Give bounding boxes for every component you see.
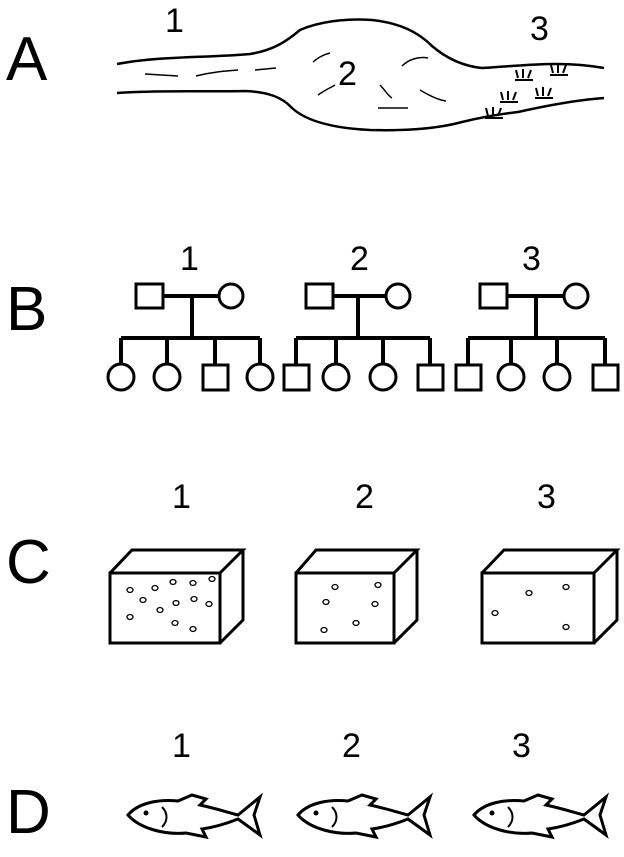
row-b-number-2: 2 <box>350 240 369 278</box>
river-outline <box>116 18 605 132</box>
offspring-female <box>496 362 526 392</box>
fish-3 <box>472 793 608 839</box>
row-c: C 1 2 3 <box>6 478 621 645</box>
box-2 <box>294 548 421 645</box>
offspring-female <box>321 362 351 392</box>
row-a-number-3: 3 <box>530 10 549 48</box>
row-label-b: B <box>6 275 47 344</box>
row-d: D 1 2 3 <box>6 727 608 847</box>
row-c-number-2: 2 <box>355 478 374 516</box>
row-label-a: A <box>6 25 48 94</box>
row-a-number-1: 1 <box>165 2 184 40</box>
offspring-female <box>368 362 398 392</box>
pedigree-3 <box>454 282 620 392</box>
offspring-female <box>106 362 136 392</box>
offspring-female <box>245 362 275 392</box>
offspring-female <box>542 362 572 392</box>
row-b-number-1: 1 <box>180 240 199 278</box>
row-d-number-2: 2 <box>342 727 361 765</box>
fish-1 <box>126 793 262 839</box>
fish-2 <box>296 793 432 839</box>
offspring-male <box>201 363 230 392</box>
row-c-number-1: 1 <box>172 478 191 516</box>
row-d-number-1: 1 <box>172 727 191 765</box>
pedigree-2 <box>282 282 445 392</box>
particles <box>320 581 382 634</box>
parent-male <box>134 282 165 310</box>
row-b-number-3: 3 <box>522 240 541 278</box>
row-a-number-2: 2 <box>338 55 357 93</box>
box-3 <box>480 548 621 645</box>
water-plants <box>485 64 568 119</box>
row-label-d: D <box>6 778 51 847</box>
row-b: B 1 2 3 <box>6 240 620 392</box>
offspring-male <box>282 363 311 392</box>
row-label-c: C <box>6 528 51 597</box>
parent-male <box>478 282 509 310</box>
row-d-number-3: 3 <box>512 727 531 765</box>
row-c-number-3: 3 <box>537 478 556 516</box>
offspring-male <box>591 363 620 392</box>
water-current-strokes <box>144 52 447 109</box>
parent-female <box>217 282 245 310</box>
pedigree-1 <box>106 282 275 392</box>
box-1 <box>108 548 247 645</box>
offspring-male <box>416 363 445 392</box>
offspring-female <box>152 362 182 392</box>
parent-female <box>562 282 590 310</box>
particles <box>491 583 570 631</box>
parent-female <box>384 282 412 310</box>
particles <box>126 575 216 633</box>
parent-male <box>304 282 335 310</box>
row-a: A 1 2 3 <box>6 2 605 132</box>
offspring-male <box>454 363 483 392</box>
